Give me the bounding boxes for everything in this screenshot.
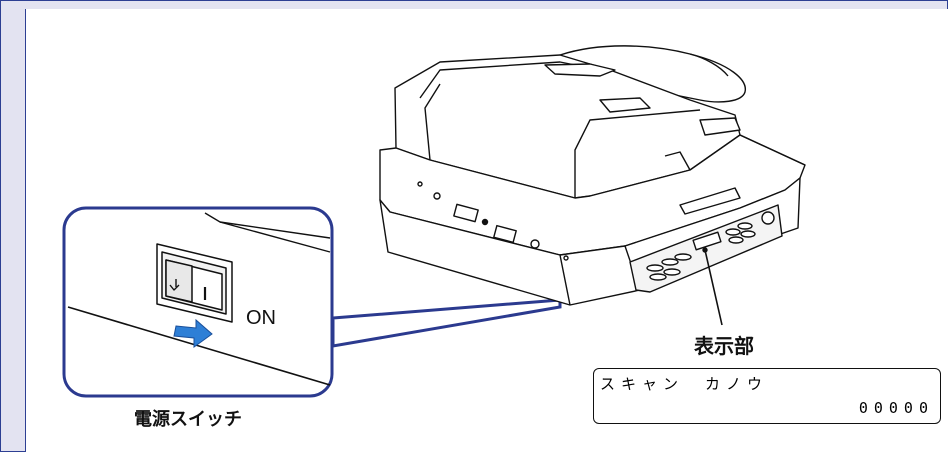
- lcd-line-2: 00000: [858, 399, 934, 417]
- lcd-line-1: スキャン カノウ: [600, 375, 769, 393]
- power-switch-label: 電源スイッチ: [134, 409, 242, 430]
- switch-zoom-callout: [62, 206, 334, 398]
- scanner-illustration: [379, 45, 806, 326]
- callout-connector: [331, 298, 562, 348]
- switch-on-label: ON: [246, 307, 276, 329]
- display-panel-label: 表示部: [694, 334, 754, 358]
- lcd-display: スキャン カノウ 00000: [593, 368, 941, 424]
- power-rocker-switch: [156, 243, 233, 323]
- on-direction-arrow: [173, 318, 213, 348]
